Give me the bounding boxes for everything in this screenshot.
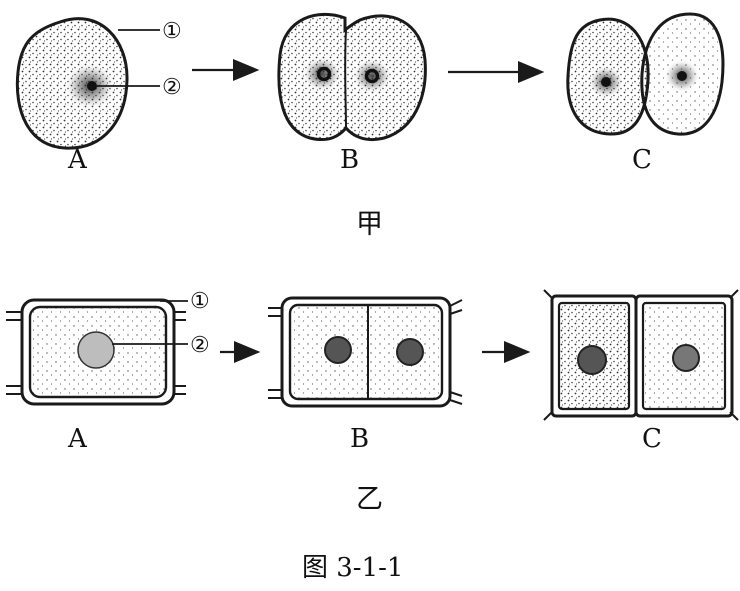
jia-title: 甲	[356, 209, 383, 240]
jia-b-nucleus-right	[364, 68, 380, 84]
yi-marker-1: ①	[190, 289, 210, 314]
yi-label-b: B	[350, 424, 369, 454]
jia-cell-a	[15, 17, 129, 150]
jia-cell-c	[566, 12, 725, 136]
jia-marker-2: ②	[162, 75, 182, 100]
yi-label-c: C	[642, 424, 662, 454]
yi-marker-2: ②	[190, 333, 210, 358]
jia-label-b: B	[340, 145, 359, 175]
jia-b-nucleus-left	[316, 66, 332, 82]
jia-label-a: A	[67, 145, 88, 175]
jia-c-nucleus-right	[677, 71, 687, 81]
jia-c-nucleus-left	[601, 77, 611, 87]
yi-b-nucleus-left	[324, 336, 352, 364]
yi-a-nucleus	[77, 331, 115, 369]
yi-cell-c	[543, 289, 739, 421]
yi-label-a: A	[67, 424, 88, 454]
row-yi: ① ② A B C	[6, 289, 739, 515]
jia-marker-1: ①	[162, 19, 182, 44]
yi-c-nucleus-right	[672, 344, 700, 372]
yi-c-nucleus-left	[577, 345, 607, 375]
yi-b-nucleus-right	[396, 338, 424, 366]
jia-cell-b	[277, 12, 427, 142]
yi-cell-a	[6, 298, 186, 406]
row-jia: ① ② A B C 甲	[15, 12, 725, 240]
yi-title: 乙	[356, 484, 383, 515]
jia-a-nucleus	[87, 81, 97, 91]
figure-caption: 图 3-1-1	[302, 553, 403, 583]
jia-label-c: C	[632, 145, 652, 175]
yi-cell-b	[268, 296, 463, 408]
